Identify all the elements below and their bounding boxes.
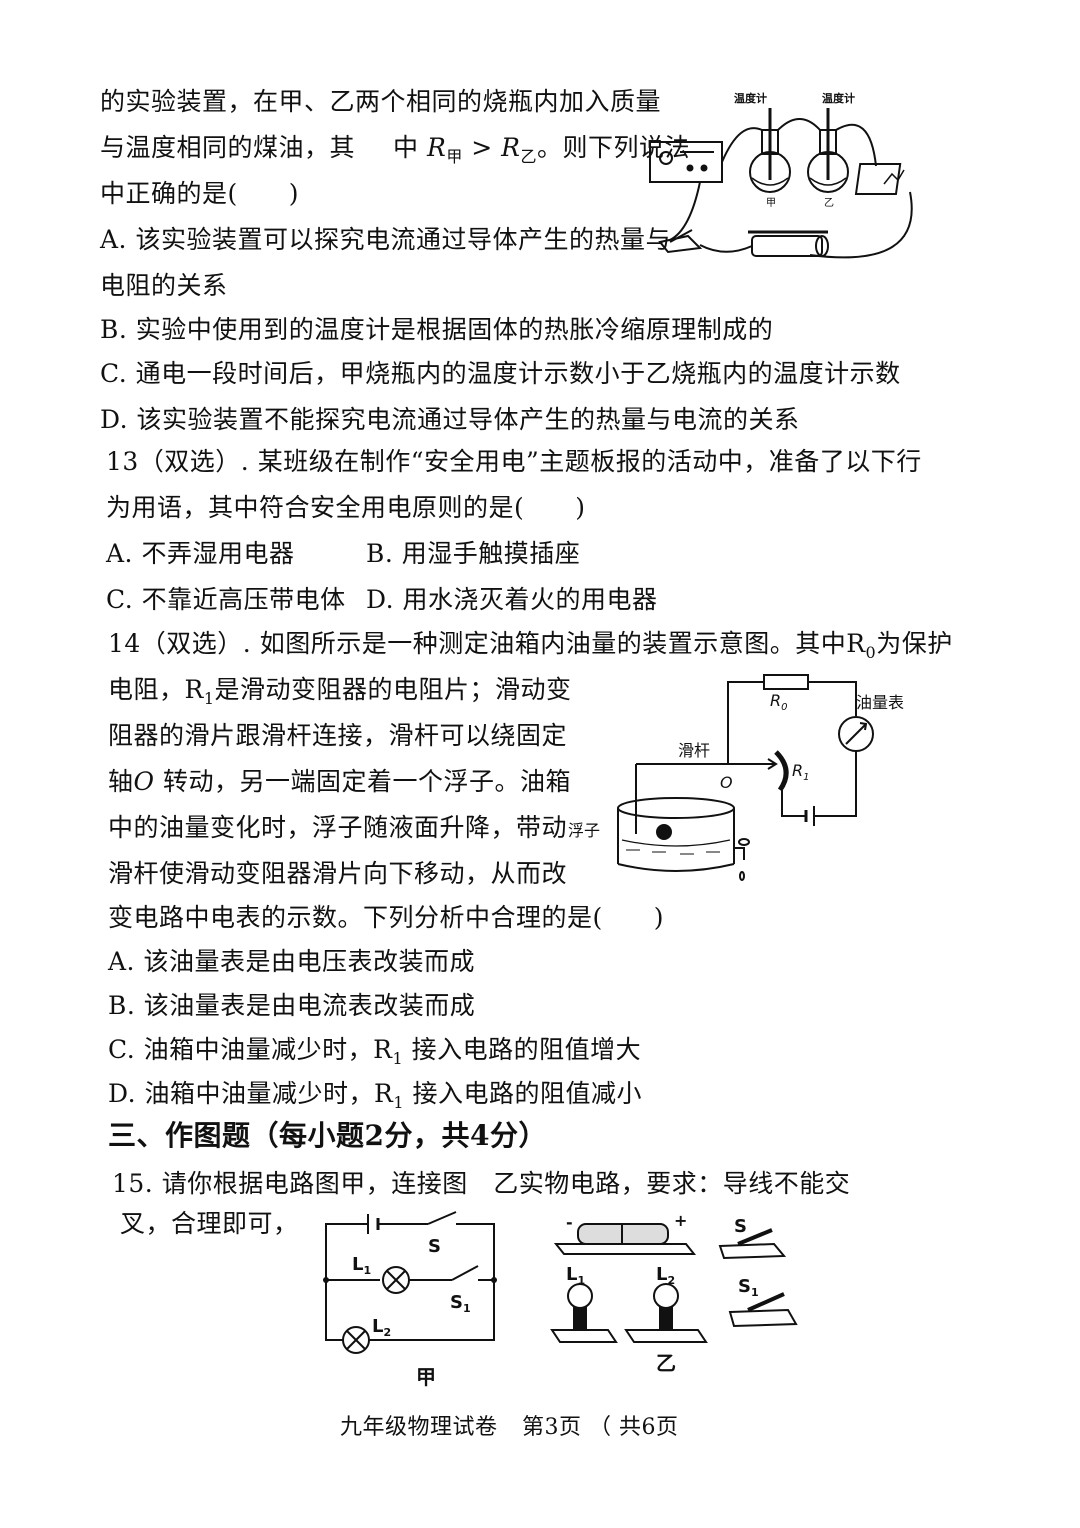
footer-exam-title: 九年级物理试卷 (340, 1415, 498, 1440)
footer-page-number: 第3页 （ 共6页 (522, 1415, 679, 1440)
flask-yi-label: 乙 (824, 197, 834, 209)
rheostat (751, 235, 823, 257)
q14-line-6: 滑杆使滑动变阻器滑片向下移动，从而改 (108, 859, 568, 888)
q15-line-1: 15. 请你根据电路图甲，连接图 乙实物电路，要求：导线不能交 (112, 1169, 851, 1198)
resistor-r1 (774, 750, 789, 792)
q15-line-2: 叉，合理即可， (120, 1209, 299, 1238)
r-yi-sub: 乙 (520, 147, 538, 166)
q15-circuit-diagram-jia: S L1 S1 L2 甲 (318, 1208, 508, 1393)
q14-option-c-b: 接入电路的阻值增大 (403, 1035, 642, 1064)
lamp-l1 (550, 1329, 618, 1343)
r-jia: R (426, 133, 447, 162)
q12-line-2a: 与温度相同的煤油，其 (100, 133, 356, 162)
q14-line-7: 变电路中电表的示数。下列分析中合理的是( ) (108, 903, 665, 932)
flask-jia-label: 甲 (766, 198, 776, 209)
part-s1-label: S1 (738, 1276, 759, 1299)
diagram-s1-label: S1 (450, 1292, 471, 1315)
diagram-jia-caption: 甲 (416, 1365, 436, 1389)
diagram-s-label: S (428, 1236, 441, 1257)
q12-line-2: 与温度相同的煤油，其中 R甲 > R乙。则下列说法 (100, 132, 690, 173)
q14-r1-sub: 1 (203, 689, 215, 708)
fig-float-label: 浮子 (568, 821, 600, 840)
q12-option-a-2: 电阻的关系 (100, 271, 228, 300)
part-l1-label: L1 (566, 1264, 585, 1287)
thermometer-label-1: 温度计 (734, 91, 767, 105)
q14-line-2b: 是滑动变阻器的电阻片；滑动变 (214, 675, 572, 704)
q14-line-3: 阻器的滑片跟滑杆连接，滑杆可以绕固定 (108, 721, 568, 750)
q14-option-d-a: D. 油箱中油量减少时，R (108, 1079, 394, 1108)
q14-option-c-sub: 1 (392, 1049, 404, 1068)
q14-line-1b: 为保护 (876, 629, 953, 658)
fig-meter-label: 油量表 (856, 693, 904, 712)
q13-option-d: D. 用水浇灭着火的用电器 (366, 585, 658, 614)
q14-axis-o: O (133, 767, 155, 796)
q14-line-4: 轴O 转动，另一端固定着一个浮子。油箱 (108, 766, 571, 798)
q12-option-a-1: A. 该实验装置可以探究电流通过导体产生的热量与 (100, 225, 671, 254)
q12-line-1: 的实验装置，在甲、乙两个相同的烧瓶内加入质量 (100, 87, 662, 116)
switch-s (718, 1242, 787, 1260)
q14-line-4a: 轴 (108, 767, 134, 796)
r-yi: R (501, 133, 521, 162)
greater-than: > (462, 133, 502, 162)
q15-physical-parts-yi: - + S L1 L2 S1 乙 (548, 1208, 808, 1393)
q14-oil-gauge-figure: R0 油量表 滑杆 O R1 浮子 (560, 664, 920, 884)
q12-apparatus-figure: 温度计 温度计 甲 乙 (640, 80, 930, 280)
q12-line-2b: 中 (393, 133, 419, 162)
part-l2-label: L2 (656, 1264, 675, 1287)
q12-option-b: B. 实验中使用到的温度计是根据固体的热胀冷缩原理制成的 (100, 315, 774, 344)
thermometer-label-2: 温度计 (822, 91, 855, 105)
fig-pivot-label: O (720, 773, 733, 792)
r-jia-sub: 甲 (446, 147, 463, 166)
battery-plus-label: + (674, 1211, 687, 1230)
float-ball (656, 824, 672, 840)
q12-line-2c: 。则下列说法 (537, 133, 691, 162)
fig-r1-label: R1 (792, 761, 810, 783)
q14-option-b: B. 该油量表是由电流表改装而成 (108, 991, 476, 1020)
q12-option-d: D. 该实验装置不能探究电流通过导体产生的热量与电流的关系 (100, 405, 800, 434)
fig-rod-label: 滑杆 (678, 741, 710, 760)
q12-option-c: C. 通电一段时间后，甲烧瓶内的温度计示数小于乙烧瓶内的温度计示数 (100, 359, 901, 388)
q14-option-d-sub: 1 (393, 1093, 405, 1112)
lamp-l2 (624, 1329, 708, 1343)
q13-option-c: C. 不靠近高压带电体 (106, 585, 346, 614)
q14-option-d-b: 接入电路的阻值减小 (404, 1079, 643, 1108)
q14-line-2: 电阻，R1是滑动变阻器的电阻片；滑动变 (108, 674, 572, 715)
resistor-r0 (763, 674, 809, 690)
q12-line-3: 中正确的是( ) (100, 179, 300, 208)
q14-r0-sub: 0 (865, 643, 877, 662)
q14-option-c-a: C. 油箱中油量减少时，R (108, 1035, 393, 1064)
q14-line-4b: 转动，另一端固定着一个浮子。油箱 (154, 767, 571, 796)
q14-option-d: D. 油箱中油量减少时，R1 接入电路的阻值减小 (108, 1078, 642, 1119)
parts-yi-caption: 乙 (656, 1351, 676, 1375)
q14-option-a: A. 该油量表是由电压表改装而成 (108, 947, 475, 976)
q14-line-1a: 14（双选）. 如图所示是一种测定油箱内油量的装置示意图。其中R (108, 629, 866, 658)
q13-option-a: A. 不弄湿用电器 (106, 539, 295, 568)
q13-line-2: 为用语，其中符合安全用电原则的是( ) (106, 493, 586, 522)
diagram-l2-label: L2 (372, 1316, 391, 1339)
q13-option-b: B. 用湿手触摸插座 (366, 539, 581, 568)
q14-line-2a: 电阻，R (108, 675, 204, 704)
battery-holder (553, 1243, 697, 1255)
diagram-l1-label: L1 (352, 1254, 371, 1277)
switch-s1 (728, 1308, 798, 1328)
fig-r0-label: R0 (770, 691, 788, 713)
q14-line-5: 中的油量变化时，浮子随液面升降，带动 (108, 813, 568, 842)
section-3-heading: 三、作图题（每小题2分，共4分） (108, 1119, 547, 1152)
part-s-label: S (734, 1216, 747, 1237)
q14-option-c: C. 油箱中油量减少时，R1 接入电路的阻值增大 (108, 1034, 641, 1075)
battery-minus-label: - (566, 1213, 573, 1232)
q13-line-1: 13（双选）. 某班级在制作“安全用电”主题板报的活动中，准备了以下行 (106, 447, 922, 476)
q14-line-1: 14（双选）. 如图所示是一种测定油箱内油量的装置示意图。其中R0为保护 (108, 628, 953, 669)
